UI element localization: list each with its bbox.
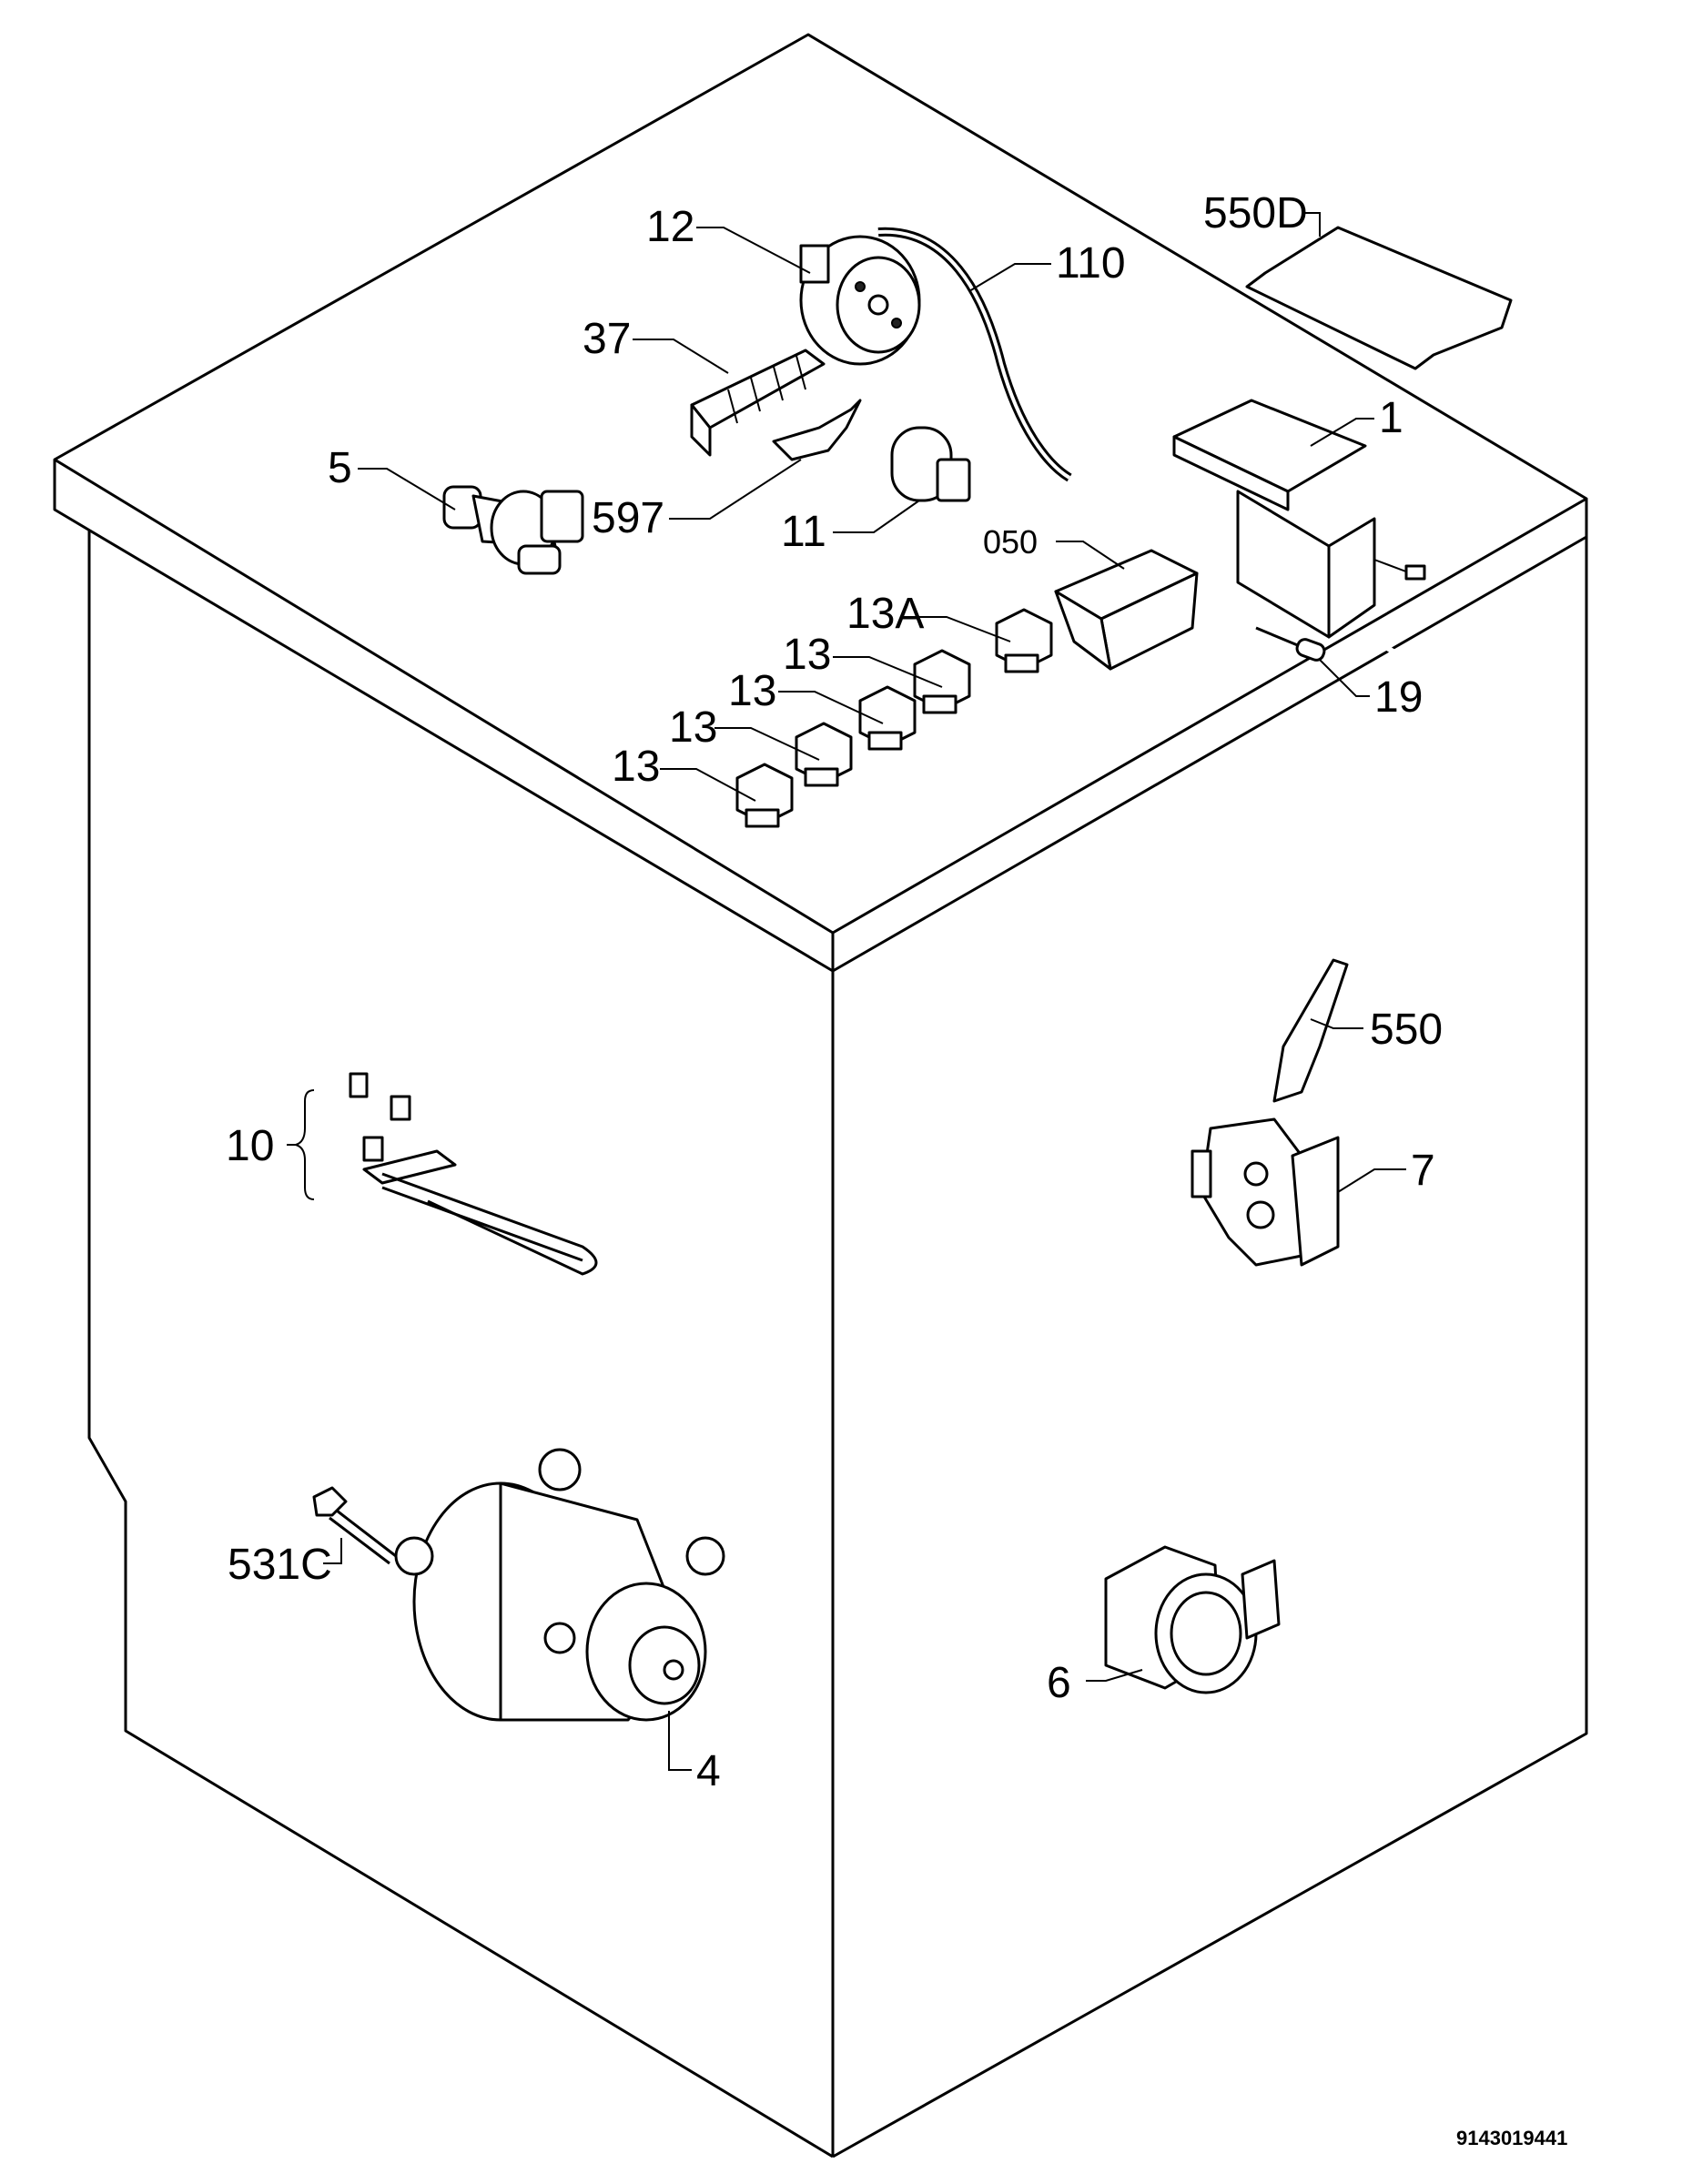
label-110: 110 [1056,239,1126,288]
label-37: 37 [583,315,631,363]
label-13a: 13A [846,590,924,638]
label-050: 050 [983,523,1038,561]
connectors-13 [735,608,1053,828]
part-10-heater [349,1072,598,1276]
label-13-4: 13 [612,743,660,791]
label-10: 10 [226,1122,274,1170]
label-1: 1 [1379,394,1403,442]
leader-lines [287,212,1406,1771]
part-6-pump [1104,1545,1281,1694]
part-37-terminal-block [690,349,826,457]
label-11: 11 [781,508,826,556]
label-7: 7 [1411,1147,1435,1195]
label-531c: 531C [228,1541,332,1589]
part-12-pressure-switch [799,235,921,366]
part-5-inlet-valve [442,485,584,575]
part-050-module [1054,549,1199,671]
part-597-clip [772,399,862,461]
part-531c-bolt [312,1486,397,1565]
part-13-connector [913,649,971,714]
label-13-2: 13 [728,667,776,715]
label-6: 6 [1047,1659,1071,1707]
part-13-connector [795,722,853,787]
label-597: 597 [592,494,664,542]
part-1-programmer [1172,399,1426,639]
label-5: 5 [328,444,352,492]
part-13a-connector [995,608,1053,673]
cabinet-outline [53,33,1588,2159]
label-550: 550 [1370,1006,1443,1054]
callout-labels: 12 110 550D 37 5 597 11 1 050 13A 13 13 … [226,189,1443,1795]
part-550d-cover [1245,226,1513,370]
label-12: 12 [646,203,694,251]
label-19: 19 [1374,673,1423,722]
part-7-door-interlock [1191,1117,1340,1267]
part-4-motor [394,1448,725,1722]
label-13-1: 13 [783,631,831,679]
part-13-connector [858,685,917,751]
label-13-3: 13 [669,703,717,752]
part-19-sensor [1255,626,1326,662]
part-13-connector [735,763,794,828]
label-4: 4 [696,1747,721,1795]
part-11-capacitor [890,426,971,502]
document-number: 9143019441 [1456,2127,1567,2149]
label-550d: 550D [1203,189,1308,238]
part-550-lead [1272,958,1349,1103]
